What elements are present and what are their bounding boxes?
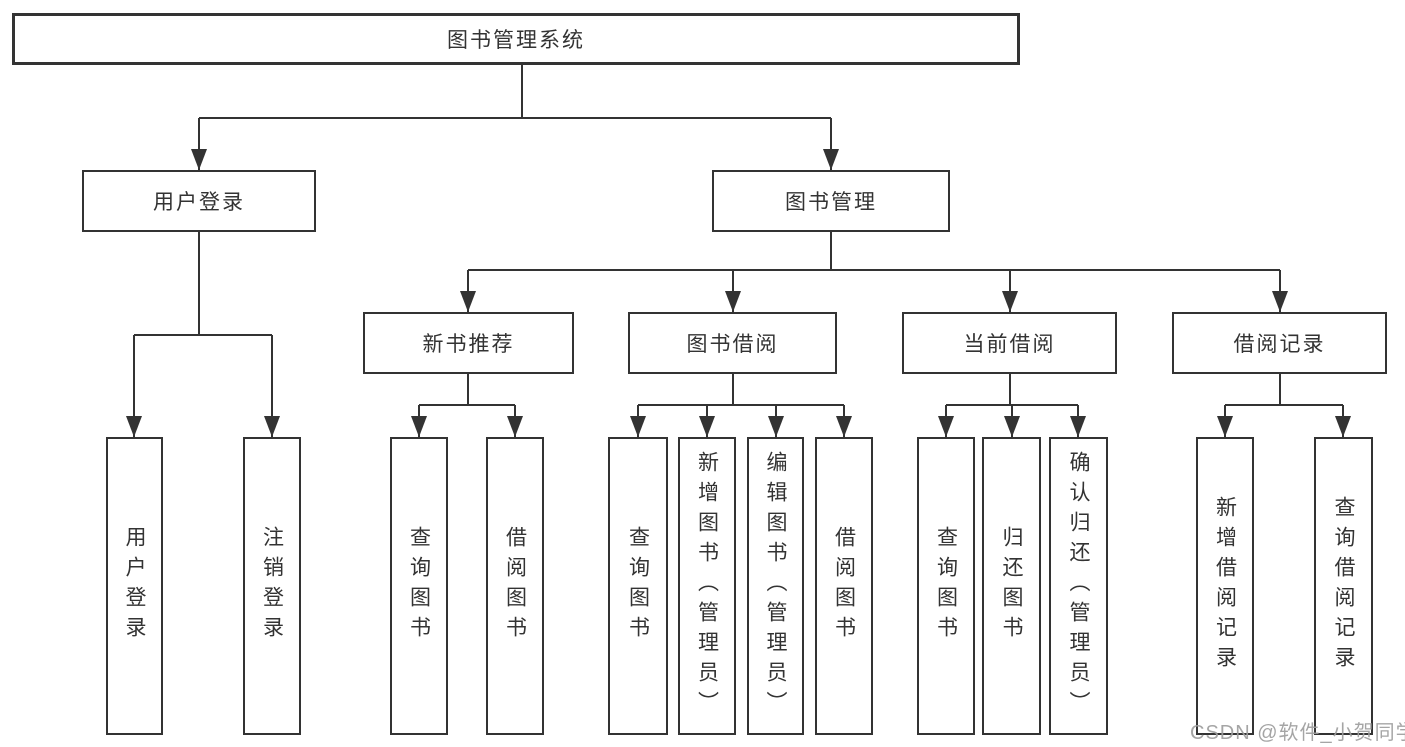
connector-book-mgmt-to-level3 (460, 232, 1288, 312)
connector-new-books-to-children (411, 374, 523, 437)
node-book-borrow: 图书借阅 (628, 312, 837, 374)
connector-current-borrow-to-children (938, 374, 1086, 437)
node-leaf-query-books-2: 查询图书 (608, 437, 668, 735)
node-leaf-user-login: 用户登录 (106, 437, 163, 735)
node-leaf-borrow-books-2: 借阅图书 (815, 437, 873, 735)
node-leaf-query-books-1: 查询图书 (390, 437, 448, 735)
node-current-borrow: 当前借阅 (902, 312, 1117, 374)
node-leaf-add-borrow-record: 新增借阅记录 (1196, 437, 1254, 735)
csdn-watermark: CSDN @软件_小贺同学 (1190, 722, 1405, 744)
node-leaf-confirm-return-admin: 确认归还（管理员） (1049, 437, 1108, 735)
node-leaf-query-borrow-record: 查询借阅记录 (1314, 437, 1373, 735)
connector-book-borrow-to-children (630, 374, 852, 437)
node-leaf-logout: 注销登录 (243, 437, 301, 735)
node-user-login: 用户登录 (82, 170, 316, 232)
node-leaf-query-books-3: 查询图书 (917, 437, 975, 735)
connector-root-to-level1 (191, 65, 839, 170)
node-book-management: 图书管理 (712, 170, 950, 232)
node-leaf-add-books-admin: 新增图书（管理员） (678, 437, 736, 735)
connector-user-login-to-children (126, 232, 280, 437)
node-leaf-borrow-books-1: 借阅图书 (486, 437, 544, 735)
connector-borrow-records-to-children (1217, 374, 1351, 437)
node-leaf-edit-books-admin: 编辑图书（管理员） (747, 437, 804, 735)
node-new-book-recommend: 新书推荐 (363, 312, 574, 374)
node-library-management-system: 图书管理系统 (12, 13, 1020, 65)
node-borrow-records: 借阅记录 (1172, 312, 1387, 374)
node-leaf-return-books: 归还图书 (982, 437, 1041, 735)
